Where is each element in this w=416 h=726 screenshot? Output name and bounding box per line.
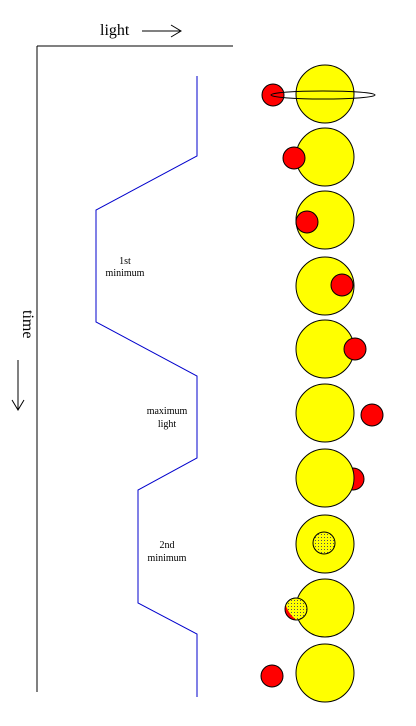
- light-curve: [95, 76, 198, 697]
- maximum-light-label-1: maximum: [147, 406, 188, 417]
- phase-10: [260, 643, 355, 703]
- light-axis-label: light: [100, 22, 130, 39]
- maximum-light-label-2: light: [158, 419, 177, 430]
- hidden-companion: [312, 531, 336, 555]
- second-minimum-annotation: 2nd minimum: [148, 540, 187, 564]
- companion-star: [360, 403, 384, 427]
- binary-phases: [260, 64, 384, 703]
- first-minimum-label-2: minimum: [106, 268, 145, 279]
- time-axis-label: time: [19, 310, 36, 338]
- companion-star: [282, 146, 306, 170]
- primary-star: [295, 383, 355, 443]
- companion-star: [330, 273, 354, 297]
- first-minimum-label-1: 1st: [119, 256, 131, 267]
- primary-star: [295, 448, 355, 508]
- phase-4: [295, 256, 355, 316]
- phase-2: [282, 127, 355, 187]
- companion-star: [261, 83, 285, 107]
- phase-3: [295, 190, 355, 250]
- companion-star: [343, 337, 367, 361]
- axes: [36, 45, 233, 692]
- phase-7: [295, 448, 365, 508]
- phase-5: [295, 319, 367, 379]
- primary-star: [295, 256, 355, 316]
- phase-1: [261, 64, 376, 124]
- down-arrow-icon: [11, 360, 25, 411]
- companion-star: [295, 210, 319, 234]
- first-minimum-annotation: 1st minimum: [106, 256, 145, 279]
- right-arrow-icon: [142, 24, 182, 38]
- phase-9: [284, 578, 355, 638]
- companion-star: [260, 664, 284, 688]
- primary-star: [295, 643, 355, 703]
- second-minimum-label-2: minimum: [148, 553, 187, 564]
- primary-star: [295, 64, 355, 124]
- orbit-ring: [270, 90, 376, 100]
- phase-6: [295, 383, 384, 443]
- phase-8: [295, 514, 355, 574]
- maximum-light-annotation: maximum light: [147, 406, 188, 430]
- second-minimum-label-1: 2nd: [160, 540, 175, 551]
